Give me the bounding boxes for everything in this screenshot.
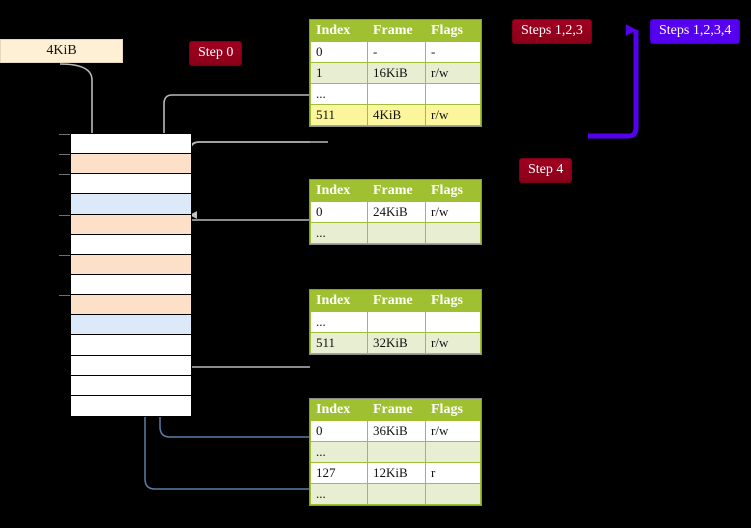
memory-row-tick (59, 134, 70, 135)
memory-frame-row (71, 154, 191, 175)
table-cell (425, 483, 481, 505)
memory-row-tick (59, 254, 70, 256)
table-cell: r/w (425, 201, 481, 223)
memory-frame-row (71, 295, 191, 316)
memory-frame-row (71, 214, 191, 235)
column-header: Flags (425, 399, 481, 421)
table-cell: 511 (310, 332, 368, 354)
table-cell: 24KiB (367, 201, 426, 223)
step4-badge: Step 4 (519, 158, 573, 183)
steps1234-badge: Steps 1,2,3,4 (650, 19, 741, 44)
column-header: Frame (367, 290, 426, 312)
column-header: Index (310, 290, 368, 312)
table-cell (367, 83, 426, 105)
memory-frame-row (71, 315, 191, 336)
memory-frame-row (71, 134, 191, 155)
column-header: Frame (367, 20, 426, 42)
table-cell: ... (310, 311, 368, 333)
table-cell: 0 (310, 41, 368, 63)
table-cell (425, 441, 481, 463)
table-row: ... (310, 441, 481, 463)
table-row: 0-- (310, 41, 481, 63)
memory-row-tick (59, 174, 70, 176)
table-cell: 127 (310, 462, 368, 484)
table-cell: - (367, 41, 426, 63)
column-header: Frame (367, 399, 426, 421)
table-cell: 32KiB (367, 332, 426, 354)
memory-frame-row (71, 335, 191, 356)
table-cell: 16KiB (367, 62, 426, 84)
column-header: Flags (425, 180, 481, 202)
table-cell: r (425, 462, 481, 484)
table-row: ... (310, 83, 481, 105)
memory-frame-row (71, 395, 191, 416)
steps123-badge: Steps 1,2,3 (512, 19, 592, 44)
table-cell: 1 (310, 62, 368, 84)
table-cell (367, 311, 426, 333)
table-cell: r/w (425, 104, 481, 126)
column-header: Index (310, 180, 368, 202)
table-cell (425, 222, 481, 244)
table-row: ... (310, 222, 481, 244)
memory-frame-row (71, 275, 191, 296)
table-cell (367, 222, 426, 244)
memory-rows-host (59, 133, 192, 417)
memory-frame-row (71, 234, 191, 255)
memory-frame-row (71, 194, 191, 215)
memory-row-tick (59, 214, 70, 216)
table-cell: - (425, 41, 481, 63)
table-cell: ... (310, 441, 368, 463)
column-header: Index (310, 399, 368, 421)
step0-badge: Step 0 (189, 41, 243, 66)
table-cell: ... (310, 483, 368, 505)
table-cell: ... (310, 222, 368, 244)
table-cell: ... (310, 83, 368, 105)
table-cell: r/w (425, 332, 481, 354)
memory-frame-row (71, 254, 191, 275)
table-cell (425, 83, 481, 105)
memory-frame-row (71, 174, 191, 195)
table-cell: 0 (310, 420, 368, 442)
table-cell: 12KiB (367, 462, 426, 484)
memory-frame-row (71, 375, 191, 396)
size-label-text: 4KiB (46, 43, 77, 58)
size-label-box: 4KiB (0, 39, 123, 63)
column-header: Frame (367, 180, 426, 202)
table-cell: 0 (310, 201, 368, 223)
table-cell: 4KiB (367, 104, 426, 126)
memory-row-tick (59, 154, 70, 156)
column-header: Flags (425, 290, 481, 312)
table-row: ... (310, 483, 481, 505)
table-cell (425, 311, 481, 333)
table-cell: 511 (310, 104, 368, 126)
memory-frame-row (71, 355, 191, 376)
column-header: Flags (425, 20, 481, 42)
column-header: Index (310, 20, 368, 42)
table-cell: r/w (425, 62, 481, 84)
memory-row-tick (59, 295, 70, 297)
table-row: ... (310, 311, 481, 333)
table-cell (367, 441, 426, 463)
table-cell (367, 483, 426, 505)
table-cell: r/w (425, 420, 481, 442)
table-cell: 36KiB (367, 420, 426, 442)
